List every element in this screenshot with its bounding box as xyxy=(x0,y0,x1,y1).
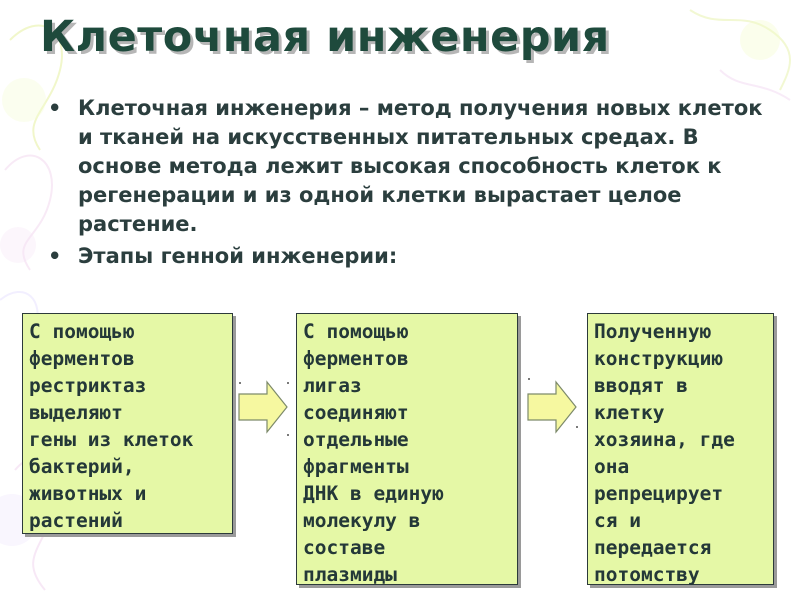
selection-handle-mark xyxy=(287,434,289,436)
right-arrow-icon xyxy=(238,380,288,434)
bullet-text: Клеточная инженерия – метод получения но… xyxy=(78,96,763,236)
step-box-restriction: С помощью ферментов рестриктаз выделяют … xyxy=(22,313,233,534)
selection-handle-mark xyxy=(287,382,289,384)
selection-handle-mark xyxy=(528,378,530,380)
bullet-list: • Клеточная инженерия – метод получения … xyxy=(44,94,764,274)
bullet-dot-icon: • xyxy=(48,244,62,268)
step-box-host-cell: Полученную конструкцию вводят в клетку х… xyxy=(587,313,774,586)
selection-handle-mark xyxy=(576,426,578,428)
right-arrow-icon xyxy=(527,380,577,434)
bullet-text: Этапы генной инженерии: xyxy=(78,244,398,268)
bullet-item: • Клеточная инженерия – метод получения … xyxy=(44,94,764,239)
bullet-item: • Этапы генной инженерии: xyxy=(44,242,764,271)
bullet-dot-icon: • xyxy=(48,96,62,120)
selection-handle-mark xyxy=(239,382,241,384)
page-title: Клеточная инженерия xyxy=(40,12,610,62)
step-box-ligation: С помощью ферментов лигаз соединяют отде… xyxy=(296,313,518,586)
